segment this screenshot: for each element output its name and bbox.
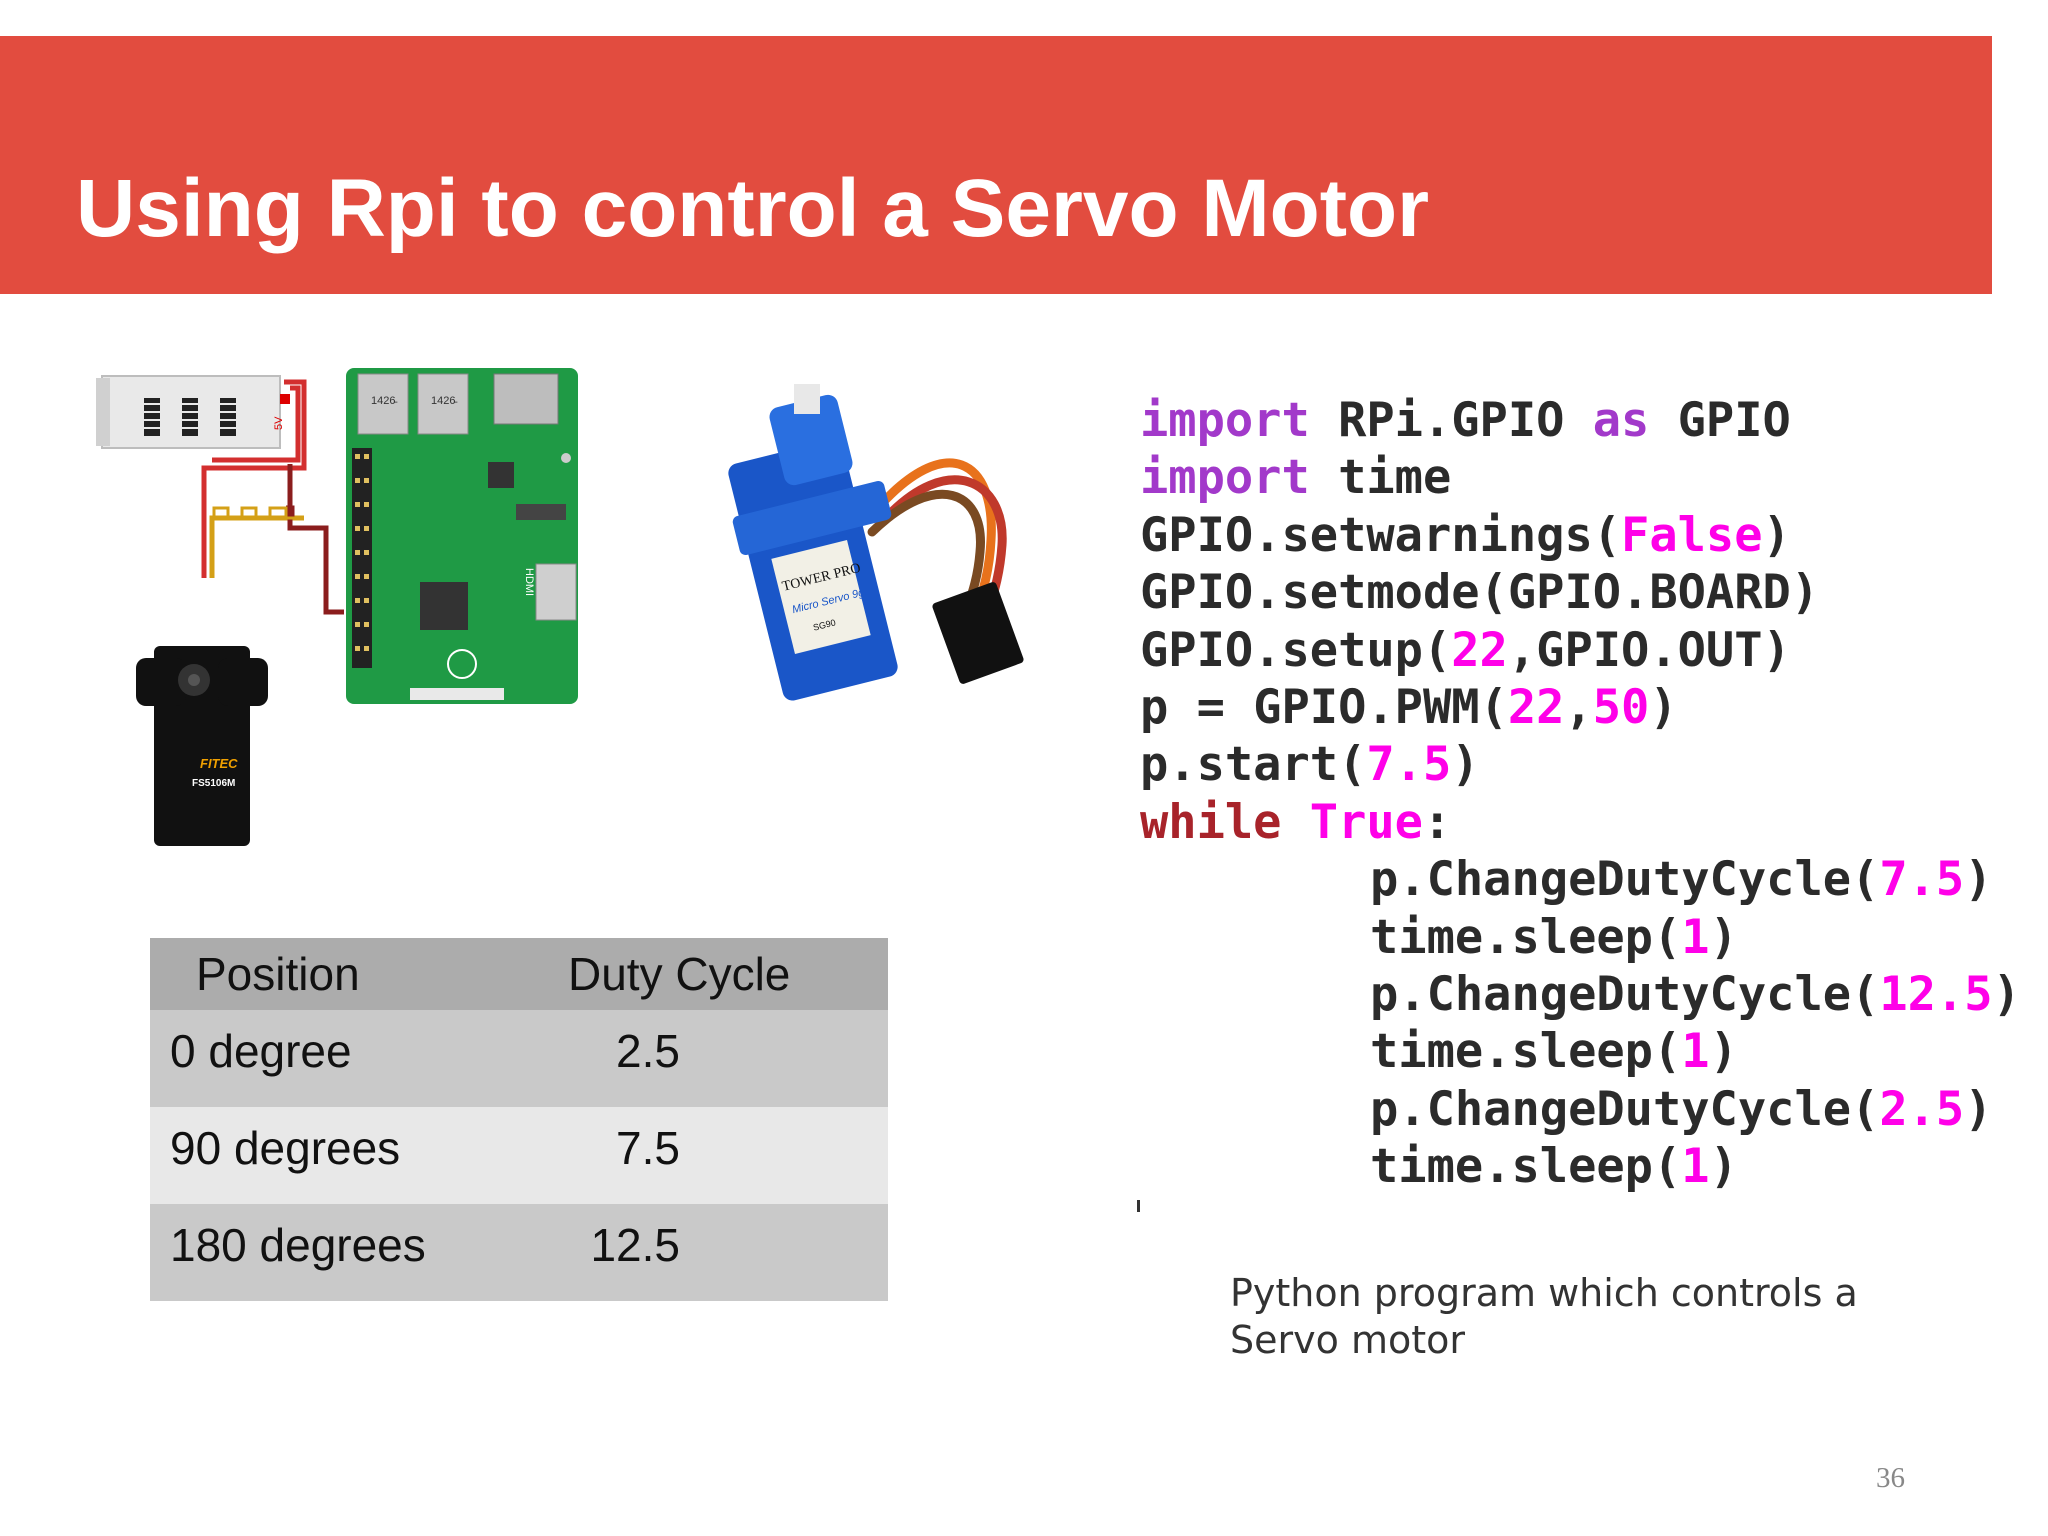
- raspberry-pi-board: 1426̵ 1426̵ HDMI: [346, 368, 578, 704]
- code-line: p.start(7.5): [1140, 737, 1480, 793]
- power-supply-module: 5V: [96, 375, 290, 449]
- servo-model: FS5106M: [192, 778, 235, 789]
- code-line: time.sleep(1): [1370, 1139, 1738, 1195]
- cell-position: 180 degrees: [150, 1204, 568, 1301]
- wiring-diagram-image: 5V 1426̵ 1426̵ HDMI: [96, 368, 578, 846]
- code-line: p.ChangeDutyCycle(7.5): [1370, 852, 1993, 908]
- code-line: import RPi.GPIO as GPIO: [1140, 393, 1791, 448]
- servo-brand: FITEC: [200, 756, 238, 771]
- cell-duty-cycle: 2.5: [568, 1010, 888, 1107]
- header-duty-cycle: Duty Cycle: [568, 938, 888, 1010]
- hdmi-label: HDMI: [523, 568, 535, 596]
- header-position: Position: [150, 938, 568, 1010]
- usb-label-1: 1426̵: [371, 395, 397, 407]
- micro-servo-image: TOWER PRO Micro Servo 9g SG90: [726, 370, 1048, 716]
- cell-position: 90 degrees: [150, 1107, 568, 1204]
- code-line: p.ChangeDutyCycle(2.5): [1370, 1081, 1993, 1137]
- code-line: time.sleep(1): [1370, 1024, 1738, 1080]
- table-row: 90 degrees 7.5: [150, 1107, 888, 1204]
- code-caption: Python program which controls a Servo mo…: [1230, 1271, 1858, 1362]
- table-row: 0 degree 2.5: [150, 1010, 888, 1107]
- cell-duty-cycle: 7.5: [568, 1107, 888, 1204]
- cell-duty-cycle: 12.5: [568, 1204, 888, 1301]
- power-label: 5V: [273, 416, 285, 430]
- page-number: 36: [1876, 1462, 1905, 1494]
- duty-cycle-table: Position Duty Cycle 0 degree 2.5 90 degr…: [150, 938, 888, 1301]
- table-header-row: Position Duty Cycle: [150, 938, 888, 1010]
- code-line: p = GPIO.PWM(22,50): [1140, 679, 1678, 735]
- code-cursor-mark: [1137, 1200, 1140, 1212]
- usb-label-2: 1426̵: [431, 395, 457, 407]
- micro-servo-body: TOWER PRO Micro Servo 9g SG90: [728, 384, 898, 701]
- cell-position: 0 degree: [150, 1010, 568, 1107]
- code-line: GPIO.setup(22,GPIO.OUT): [1140, 622, 1791, 678]
- title-bar: [0, 36, 1992, 294]
- code-line: while True:: [1140, 794, 1452, 850]
- code-line: GPIO.setwarnings(False): [1140, 507, 1791, 563]
- slide-title: Using Rpi to control a Servo Motor: [76, 163, 1430, 254]
- standard-servo: FITEC FS5106M: [136, 646, 268, 846]
- code-line: p.ChangeDutyCycle(12.5): [1370, 966, 2021, 1022]
- code-line: GPIO.setmode(GPIO.BOARD): [1140, 565, 1820, 621]
- code-line: time.sleep(1): [1370, 909, 1738, 965]
- table-row: 180 degrees 12.5: [150, 1204, 888, 1301]
- code-line: import time: [1140, 450, 1452, 506]
